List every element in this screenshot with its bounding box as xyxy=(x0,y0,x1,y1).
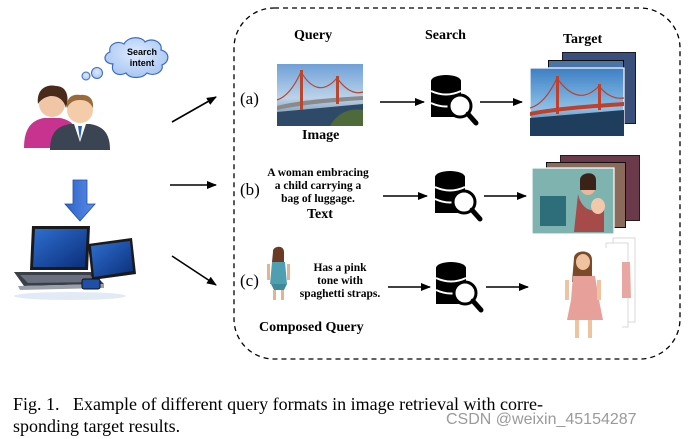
query-text-c-line1: Has a pink xyxy=(313,262,367,274)
figure-caption-line1: Fig. 1. Example of different query forma… xyxy=(13,394,543,414)
query-image-bridge xyxy=(276,64,364,126)
query-text-b-line1: A woman embracing xyxy=(267,167,369,179)
header-search: Search xyxy=(425,28,466,43)
thought-bubble-text: Search intent xyxy=(115,47,169,69)
target-images-dress xyxy=(560,237,636,340)
target-images-bridge xyxy=(529,52,636,137)
row-label-b: (b) xyxy=(240,180,260,199)
header-query: Query xyxy=(294,28,333,43)
users-icon xyxy=(24,85,110,150)
query-text-c: Has a pink tone with spaghetti straps. xyxy=(292,262,388,301)
thought-bubble-line2: intent xyxy=(129,58,155,68)
database-search-icon-c xyxy=(435,262,484,313)
query-text-b-line3: bag of luggage. xyxy=(281,193,355,205)
target-images-embrace xyxy=(531,155,640,235)
query-text-c-line3: spaghetti straps. xyxy=(299,288,381,300)
query-image-woman xyxy=(267,246,290,300)
query-text-b-line2: a child carrying a xyxy=(274,180,362,192)
row-label-a: (a) xyxy=(240,89,259,108)
row-label-c: (c) xyxy=(240,271,259,290)
query-caption-image: Image xyxy=(302,128,340,143)
thought-bubble-line1: Search xyxy=(126,47,158,57)
database-search-icon-a xyxy=(430,75,479,126)
arrow-to-row-a xyxy=(171,96,217,123)
database-search-icon-b xyxy=(434,171,483,222)
figure-caption-line2: sponding target results. xyxy=(13,416,181,436)
figure-caption: Fig. 1. Example of different query forma… xyxy=(13,393,543,437)
dashed-frame xyxy=(233,7,681,360)
query-caption-text: Text xyxy=(307,207,333,222)
thought-bubble-icon xyxy=(81,37,169,81)
devices-icon xyxy=(14,226,136,300)
query-text-c-line2: tone with xyxy=(317,275,363,287)
query-text-b: A woman embracing a child carrying a bag… xyxy=(266,167,370,206)
arrow-to-row-c xyxy=(171,255,217,286)
down-arrow-icon xyxy=(64,179,96,222)
watermark: CSDN @weixin_45154287 xyxy=(446,411,637,428)
query-caption-composed: Composed Query xyxy=(259,320,364,335)
header-target: Target xyxy=(563,32,603,47)
